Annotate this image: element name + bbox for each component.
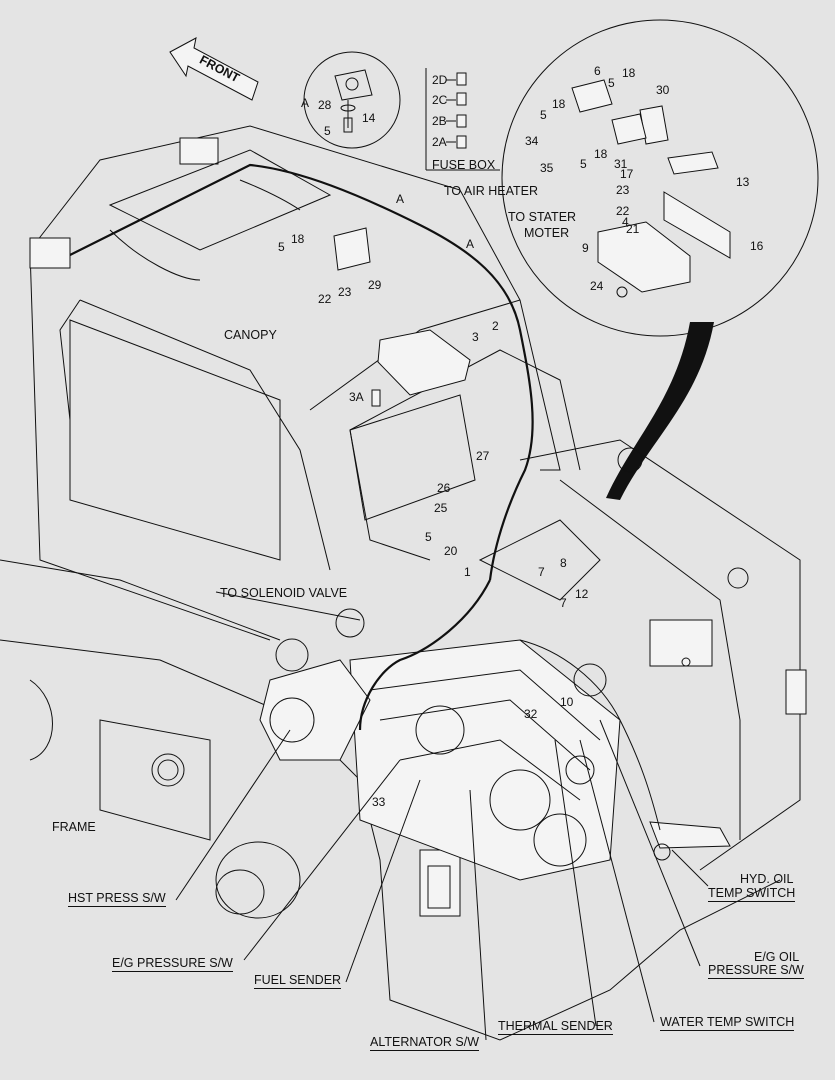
leader-band [606, 322, 714, 500]
callout-6: 6 [594, 64, 601, 78]
clamp-icon [334, 69, 373, 133]
callout-18-d: 18 [291, 232, 305, 246]
callout-32: 32 [524, 707, 538, 721]
canopy-grid-center [349, 394, 476, 521]
engine-block-icon [349, 639, 621, 881]
relay-assembly-icon [571, 79, 731, 298]
callout-4: 4 [622, 215, 629, 229]
label-hyd-oil-line1: HYD. OIL [740, 872, 794, 886]
label-hst-press: HST PRESS S/W [68, 891, 166, 907]
callout-35: 35 [540, 161, 554, 175]
callout-30: 30 [656, 83, 670, 97]
callout-16: 16 [750, 239, 764, 253]
label-to-solenoid-valve: TO SOLENOID VALVE [220, 586, 348, 600]
callout-25: 25 [434, 501, 448, 515]
hst-pump-icon [259, 608, 371, 761]
label-to-stater-line2: MOTER [524, 226, 570, 240]
callout-18-b: 18 [552, 97, 566, 111]
callout-22-b: 22 [318, 292, 332, 306]
callout-7-b: 7 [560, 596, 567, 610]
callout-26: 26 [437, 481, 451, 495]
fuse-box-title: FUSE BOX [432, 158, 496, 172]
label-thermal-sender: THERMAL SENDER [498, 1019, 613, 1035]
fuse-label-2d: 2D [432, 73, 448, 87]
callout-1: 1 [464, 565, 471, 579]
callout-10: 10 [560, 695, 574, 709]
canopy-outline-icon [29, 125, 581, 641]
fuse-icons [446, 72, 467, 149]
callout-5-f: 5 [425, 530, 432, 544]
callout-5-d: 5 [580, 157, 587, 171]
callout-18-c: 18 [594, 147, 608, 161]
callout-24: 24 [590, 279, 604, 293]
fuse-label-2c: 2C [432, 93, 448, 107]
callout-17: 17 [620, 167, 634, 181]
callout-13: 13 [736, 175, 750, 189]
label-eg-oil-line2: PRESSURE S/W [708, 963, 804, 979]
label-water-temp: WATER TEMP SWITCH [660, 1015, 795, 1031]
callout-34: 34 [525, 134, 539, 148]
frame-outline-icon [0, 439, 807, 1041]
callout-23-a: 23 [616, 183, 630, 197]
detail-a-marker-top: A [301, 96, 310, 110]
label-alternator: ALTERNATOR S/W [370, 1035, 480, 1051]
detail-circle-a [303, 51, 401, 149]
callout-2: 2 [492, 319, 499, 333]
callout-7-a: 7 [538, 565, 545, 579]
callout-14: 14 [362, 111, 376, 125]
canopy-grid-left [69, 319, 281, 561]
callout-33: 33 [372, 795, 386, 809]
fuse-label-2b: 2B [432, 114, 447, 128]
callout-8: 8 [560, 556, 567, 570]
roof-grid [108, 149, 332, 251]
label-canopy: CANOPY [224, 328, 277, 342]
callout-5-e: 5 [278, 240, 285, 254]
callout-27: 27 [476, 449, 490, 463]
label-hyd-oil-line2: TEMP SWITCH [708, 886, 796, 902]
detail-a-marker-3: A [466, 237, 475, 251]
leader-lines [175, 591, 709, 1041]
callout-28: 28 [318, 98, 332, 112]
label-to-air-heater: TO AIR HEATER [444, 184, 539, 198]
label-eg-oil-line1: E/G OIL [754, 950, 800, 964]
callout-23-b: 23 [338, 285, 352, 299]
callout-9: 9 [582, 241, 589, 255]
label-to-stater-line1: TO STATER [508, 210, 577, 224]
callout-3a: 3A [349, 390, 364, 404]
callout-18-a: 18 [622, 66, 636, 80]
detail-circle-relay [501, 19, 819, 337]
callout-5-c: 5 [540, 108, 547, 122]
callout-5-a: 5 [324, 124, 331, 138]
callout-22-a: 22 [616, 204, 630, 218]
label-eg-pressure: E/G PRESSURE S/W [112, 956, 233, 972]
callout-31: 31 [614, 157, 628, 171]
callout-21: 21 [626, 222, 640, 236]
callout-5-b: 5 [608, 76, 615, 90]
label-fuel-sender: FUEL SENDER [254, 973, 342, 989]
callout-20: 20 [444, 544, 458, 558]
front-arrow-icon [169, 37, 259, 101]
callout-12: 12 [575, 587, 589, 601]
fuse-label-2a: 2A [432, 135, 447, 149]
label-frame: FRAME [52, 820, 96, 834]
detail-a-marker-2: A [396, 192, 405, 206]
callout-3: 3 [472, 330, 479, 344]
callout-29: 29 [368, 278, 382, 292]
